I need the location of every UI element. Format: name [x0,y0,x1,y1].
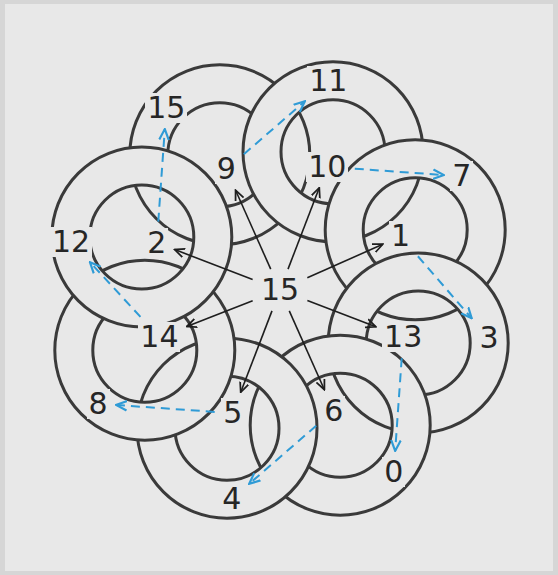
arrow-connector [289,311,324,390]
region-cell: 10 [302,148,353,186]
region-number: 11 [307,66,349,96]
region-number: 4 [220,484,243,514]
region-cell: 13 [378,318,429,356]
region-number: 2 [145,228,168,258]
region-number: 8 [87,389,110,419]
arrow-connector [307,301,375,327]
paper-ground [5,4,553,571]
region-cell: 15 [255,271,306,309]
arrow-connector [90,262,141,317]
arrow-connector [158,129,165,222]
region-cell: 3 [473,319,505,357]
region-number: 15 [259,275,301,305]
region-cell: 4 [216,480,248,518]
arrow-connector [175,250,253,280]
region-cell: 11 [303,62,354,100]
region-cell: 1 [385,217,417,255]
region-number: 13 [382,322,424,352]
region-number: 14 [138,322,180,352]
arrow-connector [307,244,382,278]
arrow-connector [236,190,271,269]
region-number: 12 [50,227,92,257]
region-number: 1 [389,221,412,251]
arrow-connector [288,188,319,269]
arrow-connector [244,101,305,154]
arrow-connector [241,311,272,392]
region-number: 9 [215,154,238,184]
knot-band [71,166,213,308]
region-cell: 5 [217,394,249,432]
region-number: 6 [322,396,345,426]
region-number: 3 [477,323,500,353]
region-cell: 7 [446,157,478,195]
region-cell: 9 [210,150,242,188]
region-number: 10 [306,152,348,182]
arrow-connector [395,358,402,451]
arrow-connector [418,256,472,318]
arrow-connector [249,426,316,484]
region-cell: 8 [82,385,114,423]
region-number: 5 [221,398,244,428]
arrow-connector [187,301,253,327]
region-cell: 6 [318,392,350,430]
region-cell: 0 [378,453,410,491]
region-cell: 14 [134,318,185,356]
region-number: 0 [382,457,405,487]
knot-figure [52,62,508,518]
region-number: 15 [145,93,187,123]
knot-edge [90,185,194,289]
region-cell: 12 [46,223,97,261]
arrow-connector [116,405,215,412]
arrow-connector [355,169,444,175]
region-cell: 2 [141,224,173,262]
region-number: 7 [450,161,473,191]
region-cell: 15 [141,89,192,127]
